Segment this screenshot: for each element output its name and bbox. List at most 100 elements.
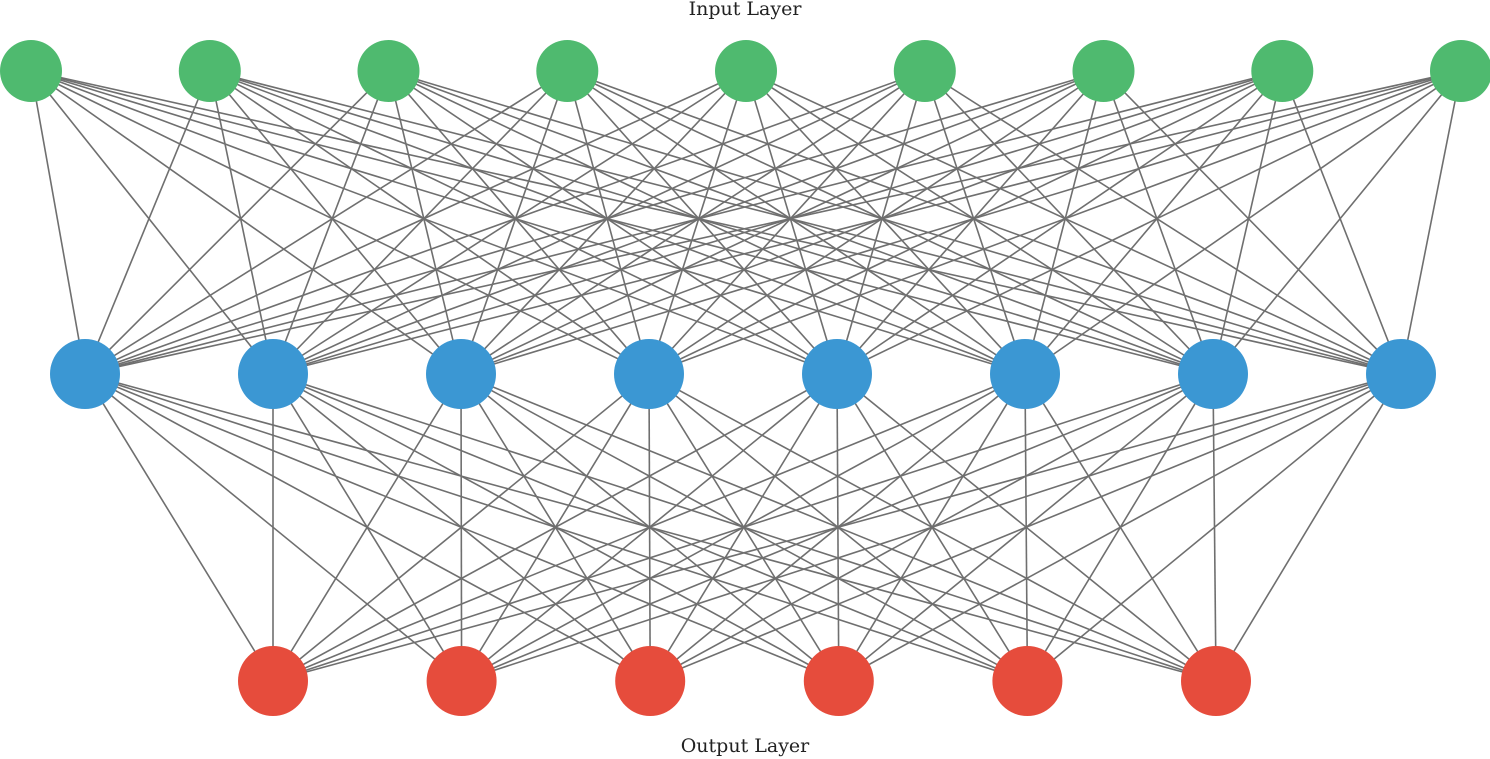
- edge-input-4-to-hidden-4: [566, 70, 650, 375]
- edge-input-5-to-hidden-7: [745, 70, 1214, 375]
- edge-input-2-to-hidden-5: [209, 70, 838, 375]
- edge-input-6-to-hidden-8: [924, 70, 1402, 375]
- edge-input-7-to-hidden-6: [1024, 70, 1105, 375]
- input-node-7: [1072, 40, 1135, 102]
- edge-hidden-8-to-output-5: [1026, 373, 1402, 682]
- edge-input-3-to-hidden-7: [388, 70, 1214, 375]
- input-node-4: [536, 40, 599, 102]
- edge-input-5-to-hidden-6: [745, 70, 1026, 375]
- edge-input-1-to-hidden-6: [30, 70, 1026, 375]
- output-layer-label: Output Layer: [680, 735, 810, 757]
- edge-input-3-to-hidden-6: [388, 70, 1026, 375]
- edge-input-2-to-hidden-2: [209, 70, 274, 375]
- edge-hidden-8-to-output-2: [461, 373, 1402, 682]
- edge-input-8-to-hidden-2: [272, 70, 1283, 375]
- edge-input-5-to-hidden-5: [745, 70, 838, 375]
- edge-input-9-to-hidden-3: [460, 70, 1462, 375]
- hidden-node-8: [1366, 339, 1436, 409]
- edge-input-7-to-hidden-5: [836, 70, 1105, 375]
- hidden-node-2: [238, 339, 308, 409]
- input-node-5: [715, 40, 777, 102]
- edge-input-1-to-hidden-5: [30, 70, 838, 375]
- edge-hidden-8-to-output-1: [272, 373, 1402, 682]
- edge-input-5-to-hidden-1: [84, 70, 747, 375]
- edge-input-8-to-hidden-1: [84, 70, 1283, 375]
- edge-input-1-to-hidden-1: [30, 70, 86, 375]
- edge-input-9-to-hidden-6: [1024, 70, 1462, 375]
- edge-input-1-to-hidden-3: [30, 70, 462, 375]
- edge-input-4-to-hidden-8: [567, 70, 1402, 375]
- edge-input-6-to-hidden-3: [460, 70, 926, 375]
- edge-input-1-to-hidden-2: [30, 70, 274, 375]
- edge-hidden-8-to-output-3: [649, 373, 1402, 682]
- edge-input-4-to-hidden-3: [460, 70, 569, 375]
- edge-hidden-8-to-output-4: [838, 373, 1402, 682]
- output-node-3: [615, 646, 686, 716]
- edge-input-4-to-hidden-2: [272, 70, 568, 375]
- edge-input-7-to-hidden-2: [272, 70, 1104, 375]
- hidden-node-7: [1178, 339, 1248, 409]
- edge-input-8-to-hidden-5: [836, 70, 1283, 375]
- edge-input-2-to-hidden-3: [209, 70, 462, 375]
- edge-hidden-4-to-output-1: [272, 373, 650, 682]
- output-node-1: [238, 646, 308, 716]
- edge-input-2-to-hidden-4: [209, 70, 650, 375]
- edge-input-9-to-hidden-5: [836, 70, 1462, 375]
- input-node-3: [357, 40, 420, 102]
- edge-hidden-3-to-output-1: [272, 373, 462, 682]
- edge-input-3-to-hidden-4: [387, 70, 650, 375]
- output-node-6: [1181, 646, 1251, 716]
- edge-input-8-to-hidden-8: [1281, 70, 1402, 375]
- network-nodes: [0, 40, 1490, 716]
- edge-hidden-1-to-output-1: [84, 373, 274, 682]
- edge-input-7-to-hidden-4: [648, 70, 1104, 375]
- output-node-4: [803, 646, 874, 716]
- edge-input-7-to-hidden-8: [1102, 70, 1402, 375]
- edge-input-8-to-hidden-4: [648, 70, 1283, 375]
- edge-input-3-to-hidden-3: [387, 70, 462, 375]
- output-node-5: [992, 646, 1063, 716]
- edge-input-9-to-hidden-8: [1400, 70, 1462, 375]
- edge-input-1-to-hidden-7: [30, 70, 1214, 375]
- edge-input-6-to-hidden-5: [836, 70, 926, 375]
- hidden-node-5: [802, 339, 872, 409]
- edge-hidden-8-to-output-6: [1215, 373, 1402, 682]
- edge-input-2-to-hidden-8: [209, 70, 1402, 375]
- edge-input-6-to-hidden-1: [84, 70, 926, 375]
- input-node-2: [178, 40, 241, 102]
- edge-input-9-to-hidden-1: [84, 70, 1462, 375]
- edge-hidden-7-to-output-1: [272, 373, 1214, 682]
- edge-hidden-6-to-output-1: [272, 373, 1026, 682]
- edge-input-9-to-hidden-4: [648, 70, 1462, 375]
- edge-input-2-to-hidden-1: [84, 70, 211, 375]
- input-node-6: [893, 40, 956, 102]
- edge-input-6-to-hidden-2: [272, 70, 926, 375]
- edge-input-4-to-hidden-5: [566, 70, 838, 375]
- edge-input-1-to-hidden-8: [30, 70, 1402, 375]
- input-node-9: [1430, 40, 1490, 102]
- hidden-node-6: [990, 339, 1060, 409]
- output-node-2: [426, 646, 497, 716]
- edge-input-1-to-hidden-4: [30, 70, 650, 375]
- edge-input-4-to-hidden-1: [84, 70, 568, 375]
- hidden-node-3: [426, 339, 496, 409]
- edge-input-6-to-hidden-4: [648, 70, 926, 375]
- edge-input-6-to-hidden-6: [924, 70, 1026, 375]
- input-node-8: [1251, 40, 1314, 102]
- edge-input-8-to-hidden-7: [1212, 70, 1284, 375]
- edge-input-5-to-hidden-2: [272, 70, 747, 375]
- edge-hidden-5-to-output-1: [272, 373, 838, 682]
- edge-input-3-to-hidden-2: [272, 70, 390, 375]
- input-node-1: [0, 40, 62, 102]
- edge-input-8-to-hidden-3: [460, 70, 1283, 375]
- edge-input-4-to-hidden-6: [566, 70, 1026, 375]
- edge-input-7-to-hidden-1: [84, 70, 1104, 375]
- edge-input-6-to-hidden-7: [924, 70, 1214, 375]
- input-layer-label: Input Layer: [688, 0, 802, 20]
- hidden-node-1: [50, 339, 120, 409]
- connection-edges: [30, 70, 1462, 682]
- edge-input-5-to-hidden-4: [648, 70, 747, 375]
- edge-input-7-to-hidden-3: [460, 70, 1104, 375]
- edge-input-9-to-hidden-7: [1212, 70, 1462, 375]
